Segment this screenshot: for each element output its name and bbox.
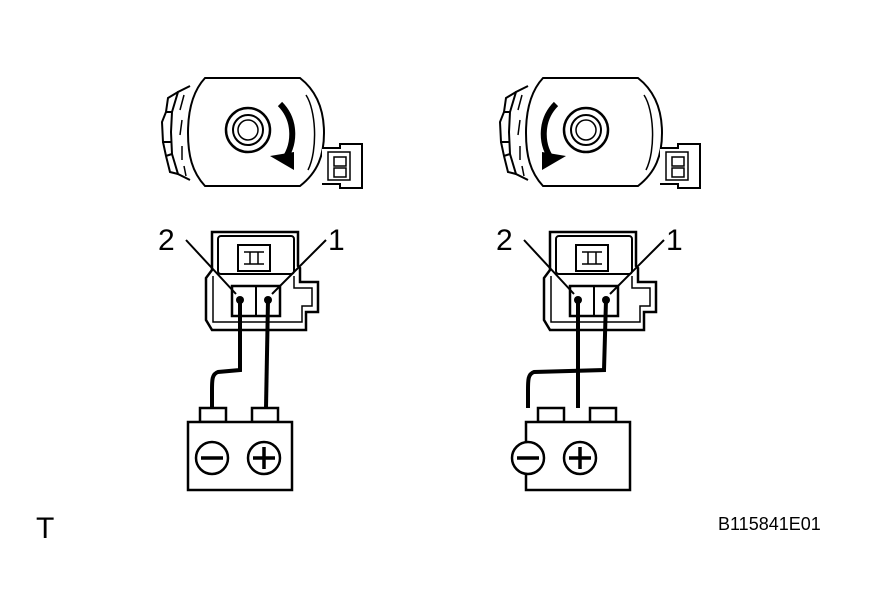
diagram-left: 2 1	[158, 76, 364, 492]
plus-icon	[246, 440, 282, 476]
wire-pin1-to-negative	[526, 299, 608, 408]
pin-1-leader	[271, 239, 327, 295]
pin-label-2: 2	[496, 224, 513, 257]
wire-pin1-to-positive	[264, 299, 270, 409]
minus-icon	[510, 440, 546, 476]
corner-letter: T	[36, 512, 54, 545]
arrowhead-icon	[542, 152, 566, 170]
pin-label-1: 1	[328, 224, 345, 257]
pin-label-2: 2	[158, 224, 175, 257]
wire-pin2-to-negative	[210, 300, 242, 408]
minus-icon	[194, 440, 230, 476]
motor-illustration	[498, 76, 702, 190]
diagram-right: 2 1	[496, 76, 702, 492]
pin-label-1: 1	[666, 224, 683, 257]
arrowhead-icon	[270, 152, 294, 170]
plus-icon	[562, 440, 598, 476]
reference-code: B115841E01	[718, 514, 821, 534]
pin-1-leader	[609, 239, 665, 295]
pin-2-leader	[185, 239, 237, 295]
pin-2-leader	[523, 239, 575, 295]
motor-illustration	[160, 76, 364, 190]
